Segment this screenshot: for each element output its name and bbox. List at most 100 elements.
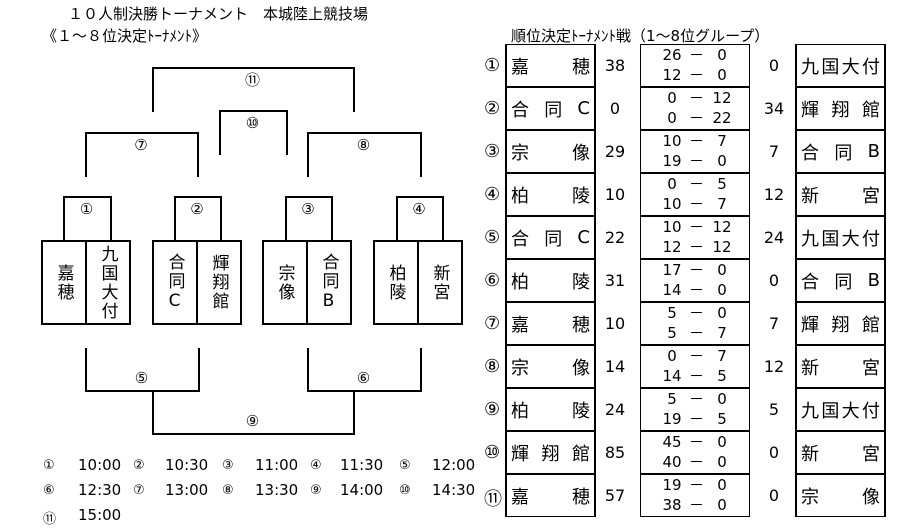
team-name: 合同B <box>306 242 350 323</box>
home-total: 24 <box>604 400 626 419</box>
half-score: 26－0 <box>641 45 751 66</box>
half-score: 14－5 <box>641 366 751 387</box>
score-dash: － <box>689 46 705 64</box>
home-half-score: 0 <box>667 347 677 365</box>
team-name-cell: 新宮 <box>795 431 886 474</box>
team-name-cell: 九国大付 <box>795 44 886 87</box>
score-dash: － <box>689 175 705 193</box>
match-number: ⑧ <box>484 356 501 377</box>
team-name-char: 像 <box>572 142 590 164</box>
team-name-char: 国 <box>821 56 840 78</box>
match-label: ③ <box>301 200 315 218</box>
page-subtitle: 《１～８位決定ﾄｰﾅﾒﾝﾄ》 <box>42 27 208 45</box>
schedule-number: ③ <box>222 458 234 473</box>
team-name-char: 穂 <box>572 56 590 78</box>
home-half-score: 5 <box>667 304 677 322</box>
schedule-time: 11:30 <box>340 456 384 474</box>
team-name-char: 穂 <box>572 314 590 336</box>
team-name-cell: 宗像 <box>795 474 886 517</box>
team-name-char: 輝 <box>511 443 529 465</box>
away-total: 24 <box>763 228 785 247</box>
team-name-char: 合 <box>511 228 529 250</box>
team-name-char: 国 <box>821 228 840 250</box>
score-dash: － <box>689 132 705 150</box>
match-number: ⑥ <box>484 270 501 291</box>
schedule-number: ⑩ <box>399 483 411 498</box>
match-number: ③ <box>484 141 501 162</box>
score-dash: － <box>689 218 705 236</box>
half-score: 10－7 <box>641 131 751 152</box>
half-score: 10－7 <box>641 194 751 215</box>
home-half-score: 45 <box>662 433 682 451</box>
home-half-score: 12 <box>662 66 682 84</box>
team-name-char: 柏 <box>511 185 529 207</box>
team-name-cell: 輝翔館 <box>795 87 886 130</box>
away-total: 0 <box>768 271 780 290</box>
away-half-score: 0 <box>717 453 727 471</box>
home-total: 57 <box>604 486 626 505</box>
away-total: 0 <box>768 486 780 505</box>
team-name-char: 輝 <box>801 99 819 121</box>
match-label: ⑧ <box>356 136 371 154</box>
match-number: ⑩ <box>484 442 501 463</box>
team-name-char: 宮 <box>862 185 880 207</box>
bracket-line <box>285 196 333 242</box>
schedule-number: ⑨ <box>310 483 322 498</box>
team-name-char: C <box>577 227 590 248</box>
score-dash: － <box>689 304 705 322</box>
team-name-cell: 柏陵 <box>505 259 596 302</box>
score-dash: － <box>689 89 705 107</box>
score-dash: － <box>689 152 705 170</box>
schedule-number: ② <box>133 458 145 473</box>
home-half-score: 12 <box>662 238 682 256</box>
schedule-time: 14:00 <box>340 481 384 499</box>
team-name-cell: 新宮 <box>795 173 886 216</box>
match-number: ⑦ <box>484 313 501 334</box>
away-total: 7 <box>768 142 780 161</box>
away-total: 7 <box>768 314 780 333</box>
team-name-char: 宮 <box>862 443 880 465</box>
team-name-cell: 輝翔館 <box>505 431 596 474</box>
schedule-number: ① <box>43 458 55 473</box>
match-label: ⑤ <box>134 369 149 387</box>
team-name-char: 宗 <box>511 357 529 379</box>
schedule-number: ⑥ <box>43 483 55 498</box>
score-dash: － <box>689 109 705 127</box>
page-title: １０人制決勝トーナメント 本城陸上競技場 <box>68 5 369 23</box>
results-title: 順位決定ﾄｰﾅﾒﾝﾄ戦（1～8位グループ） <box>511 27 770 45</box>
home-half-score: 19 <box>662 152 682 170</box>
team-name-char: 宮 <box>862 357 880 379</box>
team-name-char: 陵 <box>572 185 590 207</box>
away-half-score: 22 <box>712 109 732 127</box>
team-name-char: 宗 <box>511 142 529 164</box>
score-dash: － <box>689 496 705 514</box>
away-half-score: 12 <box>712 89 732 107</box>
team-name-char: 嘉 <box>511 486 529 508</box>
away-half-score: 0 <box>717 476 727 494</box>
home-half-score: 10 <box>662 132 682 150</box>
team-name-char: 同 <box>834 271 853 293</box>
team-name-char: 新 <box>801 185 819 207</box>
half-score: 10－12 <box>641 217 751 238</box>
away-total: 34 <box>763 99 785 118</box>
away-half-score: 0 <box>717 46 727 64</box>
bracket-line <box>396 196 444 242</box>
home-half-score: 14 <box>662 281 682 299</box>
home-total: 10 <box>604 314 626 333</box>
team-name-cell: 嘉穂 <box>505 44 596 87</box>
schedule-number: ⑧ <box>222 483 234 498</box>
team-name-char: 九 <box>801 56 819 78</box>
